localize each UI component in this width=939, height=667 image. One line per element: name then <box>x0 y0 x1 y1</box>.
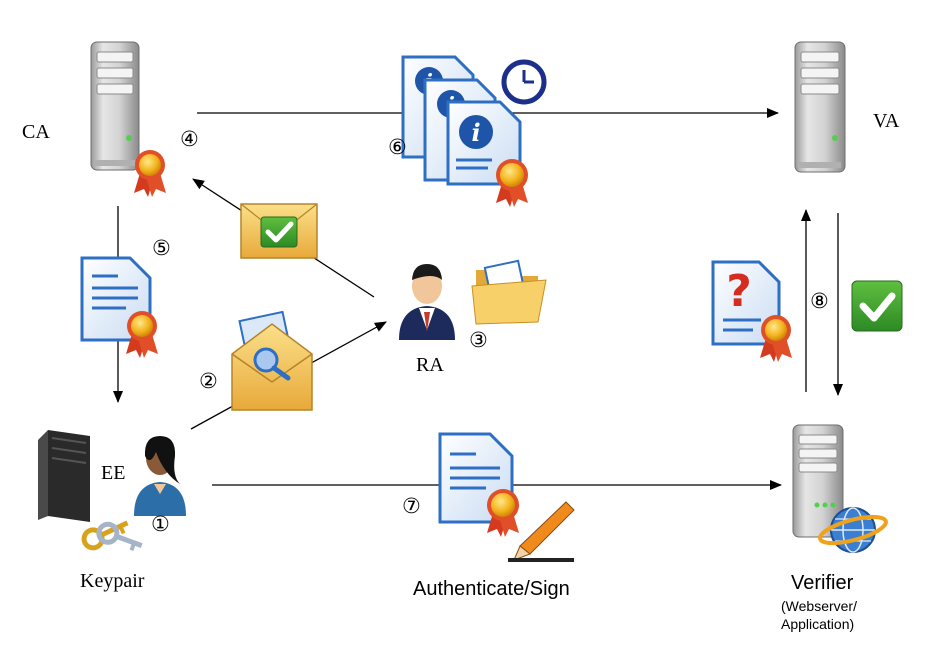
step-1: ① <box>151 512 170 536</box>
ca-server-icon <box>90 41 140 171</box>
verifier-sublabel-1: (Webserver/ <box>781 598 857 614</box>
step-2: ② <box>199 369 218 393</box>
step-6: ⑥ <box>388 135 407 159</box>
ca-label: CA <box>22 121 50 143</box>
ca-seal-icon <box>134 150 166 197</box>
ra-person-icon <box>399 264 455 340</box>
ra-label: RA <box>416 354 444 376</box>
keypair-icon <box>81 520 143 552</box>
issued-seal-icon <box>126 311 158 358</box>
clock-icon <box>501 59 547 105</box>
step-3: ③ <box>469 328 488 352</box>
step-7: ⑦ <box>402 494 421 518</box>
question-certificate-icon: ? <box>711 260 781 346</box>
verifier-label: Verifier <box>791 572 854 594</box>
authenticate-sign-label: Authenticate/Sign <box>413 578 570 600</box>
pencil-icon <box>508 501 575 562</box>
step-5: ⑤ <box>152 236 171 260</box>
step-8: ⑧ <box>810 289 829 313</box>
question-seal-icon <box>760 315 792 362</box>
stack-seal-icon <box>496 159 528 207</box>
va-server-icon <box>794 41 846 173</box>
verifier-sublabel-2: Application) <box>781 616 855 632</box>
sign-seal-icon <box>487 489 519 537</box>
envelope-key-icon <box>231 310 313 411</box>
svg-text:i: i <box>471 118 480 147</box>
envelope-check-icon <box>240 203 318 259</box>
keypair-label: Keypair <box>80 570 145 592</box>
ee-workstation-icon <box>38 430 90 522</box>
va-label: VA <box>873 110 900 132</box>
step-4: ④ <box>180 127 199 151</box>
globe-icon <box>818 507 888 553</box>
svg-text:?: ? <box>726 266 752 317</box>
ee-person-icon <box>134 436 186 516</box>
verifier-server-icon <box>792 424 844 538</box>
folder-icon <box>471 259 547 325</box>
certificate-stack-icon: i i i <box>401 55 522 186</box>
valid-checkmark-icon <box>851 280 903 332</box>
ee-label: EE <box>101 462 126 484</box>
